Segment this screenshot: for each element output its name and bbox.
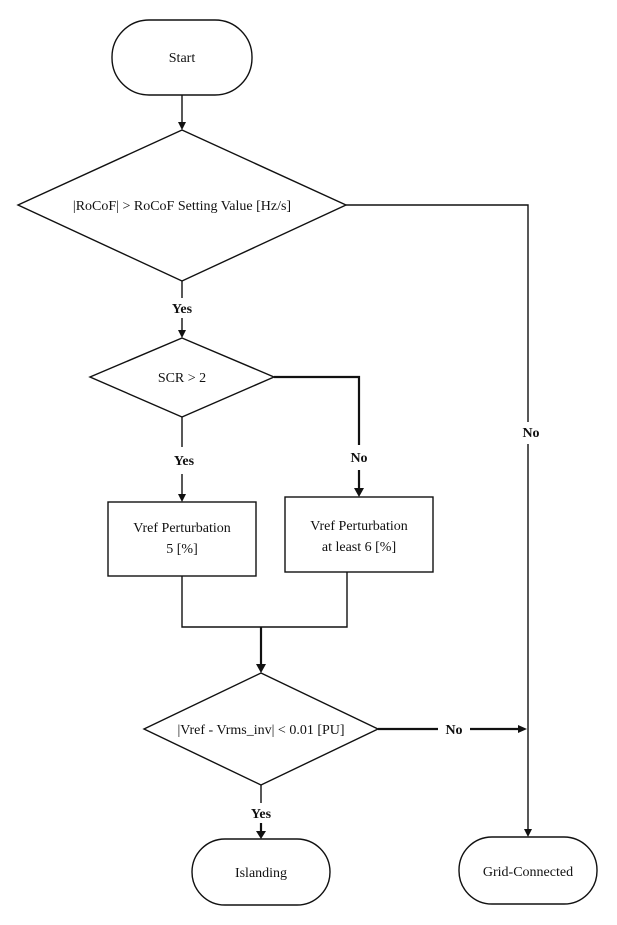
scr-decision-node: SCR > 2	[88, 337, 276, 418]
voltage-yes-label: Yes	[251, 807, 272, 822]
scr-yes-label: Yes	[174, 454, 195, 469]
vref-6-line1: Vref Perturbation	[310, 519, 408, 534]
grid-connected-label: Grid-Connected	[483, 865, 573, 880]
voltage-no-label: No	[445, 723, 462, 738]
edge-rocof-no: No	[346, 204, 540, 837]
rocof-no-label: No	[522, 426, 539, 441]
rocof-yes-label: Yes	[172, 302, 193, 317]
vref-6-percent-node: Vref Perturbation at least 6 [%]	[284, 496, 434, 573]
voltage-decision-label: |Vref - Vrms_inv| < 0.01 [PU]	[177, 723, 344, 738]
edge-voltage-no: No	[378, 723, 527, 738]
edge-scr-no: No	[274, 375, 368, 497]
edge-start-to-rocof	[178, 95, 186, 130]
start-label: Start	[169, 51, 196, 66]
edge-scr-yes: Yes	[174, 417, 195, 502]
islanding-node: Islanding	[191, 838, 331, 906]
islanding-label: Islanding	[235, 866, 287, 881]
vref-5-line1: Vref Perturbation	[133, 521, 231, 536]
vref-6-line2: at least 6 [%]	[322, 540, 396, 555]
edge-rocof-yes: Yes	[172, 281, 193, 338]
voltage-decision-node: |Vref - Vrms_inv| < 0.01 [PU]	[142, 672, 380, 786]
vref-5-percent-node: Vref Perturbation 5 [%]	[107, 501, 257, 577]
edge-voltage-yes: Yes	[251, 785, 272, 839]
scr-decision-label: SCR > 2	[158, 371, 206, 386]
grid-connected-node: Grid-Connected	[458, 836, 598, 905]
rocof-decision-label: |RoCoF| > RoCoF Setting Value [Hz/s]	[73, 199, 291, 214]
edge-merge	[181, 572, 348, 673]
scr-no-label: No	[350, 451, 367, 466]
start-node: Start	[111, 19, 253, 96]
vref-5-line2: 5 [%]	[166, 542, 198, 557]
rocof-decision-node: |RoCoF| > RoCoF Setting Value [Hz/s]	[16, 129, 348, 282]
